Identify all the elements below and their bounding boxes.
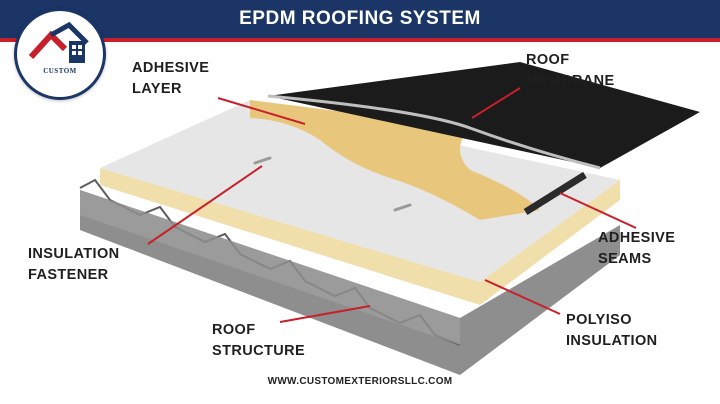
website-url[interactable]: WWW.CUSTOMEXTERIORSLLC.COM bbox=[267, 376, 453, 387]
arrow-adhesive-seams bbox=[559, 192, 637, 229]
label-adhesive-layer: ADHESIVE LAYER bbox=[132, 60, 210, 97]
house-roof-icon bbox=[28, 21, 89, 63]
label-insulation-fastener: INSULATION FASTENER bbox=[28, 246, 120, 283]
logo-text: CUSTOM bbox=[43, 67, 77, 75]
accent-stripe bbox=[0, 38, 720, 42]
insulation-top-surface bbox=[100, 100, 620, 282]
title-banner bbox=[0, 0, 720, 38]
arrow-insulation-fastener bbox=[147, 165, 263, 245]
arrow-roof-structure bbox=[279, 305, 371, 323]
arrow-polyiso-insulation bbox=[484, 279, 561, 315]
arrow-adhesive-layer bbox=[217, 97, 306, 125]
membrane-peel-edge bbox=[267, 94, 601, 170]
label-roof-structure: ROOF STRUCTURE bbox=[212, 322, 306, 359]
fastener-marks bbox=[253, 156, 412, 212]
label-adhesive-seams: ADHESIVE SEAMS bbox=[598, 230, 676, 267]
callout-arrows bbox=[147, 87, 637, 323]
page-title: EPDM ROOFING SYSTEM bbox=[239, 8, 481, 29]
roof-membrane bbox=[268, 62, 700, 168]
arrow-roof-membrane bbox=[471, 87, 521, 119]
label-polyiso-insulation: POLYISO INSULATION bbox=[566, 312, 658, 349]
company-logo: CUSTOM bbox=[14, 8, 106, 100]
label-roof-membrane: ROOF MEMBRANE bbox=[526, 52, 615, 89]
adhesive-seam-strip bbox=[523, 171, 587, 215]
